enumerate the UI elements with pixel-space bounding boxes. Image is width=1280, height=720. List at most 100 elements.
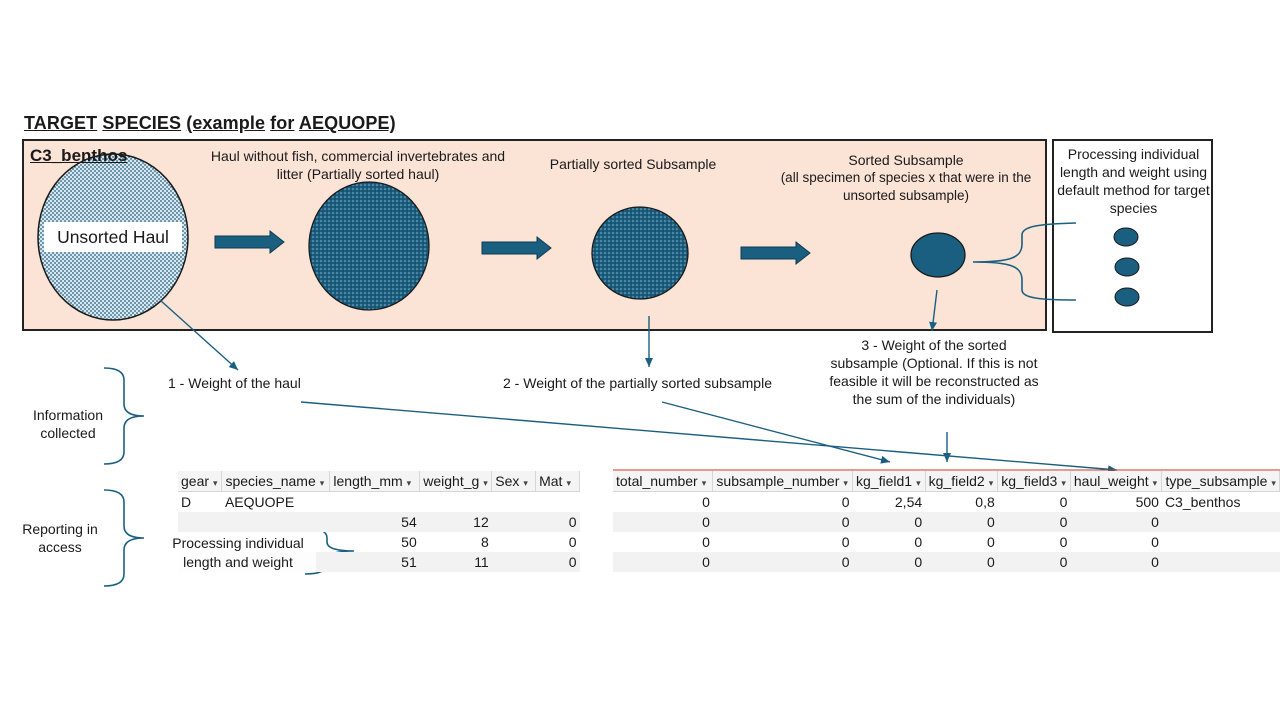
table-row: D AEQUOPE [178,492,580,513]
weight-partial-label: 2 - Weight of the partially sorted subsa… [503,375,772,391]
partially-sorted-haul-label: Haul without fish, commercial invertebra… [210,148,506,182]
individual-dot-2 [1114,257,1140,277]
table-cell[interactable] [491,512,536,532]
table-cell[interactable]: 0 [702,494,710,510]
table-cell[interactable]: 0 [914,534,923,550]
reporting-access-label: Reporting in access [22,521,98,555]
weight-haul-label: 1 - Weight of the haul [168,375,301,391]
table-cell[interactable]: 0 [841,534,850,550]
table-cell[interactable]: 0 [925,552,998,572]
table-cell[interactable]: AEQUOPE [224,494,295,510]
table-cell[interactable]: 0 [841,494,850,510]
table-cell[interactable] [492,532,536,552]
table-cell[interactable]: 0 [986,534,995,550]
individual-dot-1 [1113,227,1139,247]
table-cell[interactable] [420,492,492,513]
arrow-to-haul-weight-col [300,401,1118,474]
sorted-subsample-circle [910,232,966,278]
table-row: 0 0 2,54 0,8 0 500 C3_benthos [613,492,1280,513]
table-cell[interactable]: 11 [419,552,492,572]
sorted-subsample-label: Sorted Subsample (all specimen of specie… [780,152,1032,203]
column-header[interactable]: subsample_number▾ [712,471,854,492]
table-cell[interactable]: 0 [535,512,580,532]
table-cell[interactable]: 0 [1059,494,1068,510]
table-cell[interactable]: 0 [1151,534,1159,550]
table-cell[interactable] [178,512,222,532]
column-header[interactable]: species_name▾ [221,471,331,492]
info-collected-label: Information collected [32,407,104,441]
table-cell[interactable]: 0 [535,552,580,572]
table-cell[interactable] [1161,552,1280,572]
table-cell[interactable]: 54 [329,512,420,532]
table-cell[interactable]: 0 [997,552,1071,572]
table-row: 0 0 0 0 0 0 [613,532,1280,552]
column-header[interactable]: kg_field3▾ [997,471,1071,492]
table-cell[interactable]: 0 [712,552,853,572]
table-cell[interactable]: 12 [419,512,492,532]
table-cell[interactable] [330,492,420,513]
table-row: 0 0 0 0 0 0 [613,512,1280,532]
arrow-to-kg-field1 [661,401,891,464]
table-cell[interactable] [536,492,580,513]
table-row: 0 0 0 0 0 0 [613,552,1280,572]
table-cell[interactable]: 0 [852,512,926,532]
table-cell[interactable]: 0 [702,534,710,550]
block-arrow-2 [481,235,552,261]
table-cell[interactable] [1162,532,1280,552]
table-cell[interactable]: 0 [1059,534,1068,550]
c3-benthos-box [22,139,1047,331]
c3-benthos-label: C3_benthos [30,146,128,165]
table-cell[interactable]: 8 [480,534,489,550]
table-header-row: total_number▾ subsample_number▾ kg_field… [613,471,1280,492]
table-cell[interactable] [1161,512,1280,532]
individual-data-table: gear▾ species_name▾ length_mm▾ weight_g▾… [178,471,580,572]
table-header-row: gear▾ species_name▾ length_mm▾ weight_g▾… [178,471,580,492]
column-header[interactable]: type_subsample▾ [1161,471,1280,492]
table-row: 54 12 0 [178,512,580,532]
table-cell[interactable]: D [181,494,192,510]
table-cell[interactable]: 0 [613,512,713,532]
table-cell[interactable]: 51 [329,552,420,572]
individuals-brace [972,222,1077,301]
table-cell[interactable]: 0 [925,512,998,532]
table-cell[interactable]: 0 [1070,552,1162,572]
column-header[interactable]: haul_weight▾ [1070,471,1163,492]
haul-data-table: total_number▾ subsample_number▾ kg_field… [613,471,1280,572]
unsorted-haul-label: Unsorted Haul [44,222,182,252]
table-cell[interactable]: C3_benthos [1164,494,1241,510]
column-header[interactable]: kg_field1▾ [852,471,926,492]
partially-sorted-subsample-circle [591,206,689,300]
column-header[interactable]: Mat▾ [535,471,580,492]
table-cell[interactable] [221,512,330,532]
table-cell[interactable]: 0,8 [975,494,995,510]
individual-dot-3 [1114,287,1140,307]
block-arrow-3 [740,240,811,266]
table-cell[interactable]: 50 [401,534,417,550]
table-cell[interactable] [492,492,536,513]
column-header[interactable]: Sex▾ [491,471,537,492]
weight-sorted-label: 3 - Weight of the sorted subsample (Opti… [829,337,1039,407]
table-cell[interactable]: 500 [1135,494,1159,510]
column-header[interactable]: kg_field2▾ [925,471,999,492]
processing-individual-label: Processing individual length and weight [160,534,316,572]
page-title: TARGET SPECIES (example for AEQUOPE) [24,113,396,133]
table-cell[interactable]: 0 [1070,512,1162,532]
table-cell[interactable]: 0 [613,552,713,572]
info-collected-brace [103,367,145,465]
column-header[interactable]: length_mm▾ [329,471,421,492]
processing-box-label: Processing individual length and weight … [1057,146,1210,216]
table-cell[interactable]: 0 [852,552,926,572]
arrow-haul-weight [159,299,239,371]
table-cell[interactable]: 0 [997,512,1071,532]
column-header[interactable]: gear▾ [178,471,223,492]
table-cell[interactable]: 0 [568,534,577,550]
column-header[interactable]: weight_g▾ [419,471,493,492]
table-row: 50 8 0 [178,532,580,552]
partially-sorted-subsample-label: Partially sorted Subsample [549,156,717,172]
table-cell[interactable]: 2,54 [894,494,923,510]
column-header[interactable]: total_number▾ [613,471,714,492]
table-cell[interactable] [491,552,536,572]
block-arrow-1 [214,229,285,255]
table-cell[interactable]: 0 [712,512,853,532]
